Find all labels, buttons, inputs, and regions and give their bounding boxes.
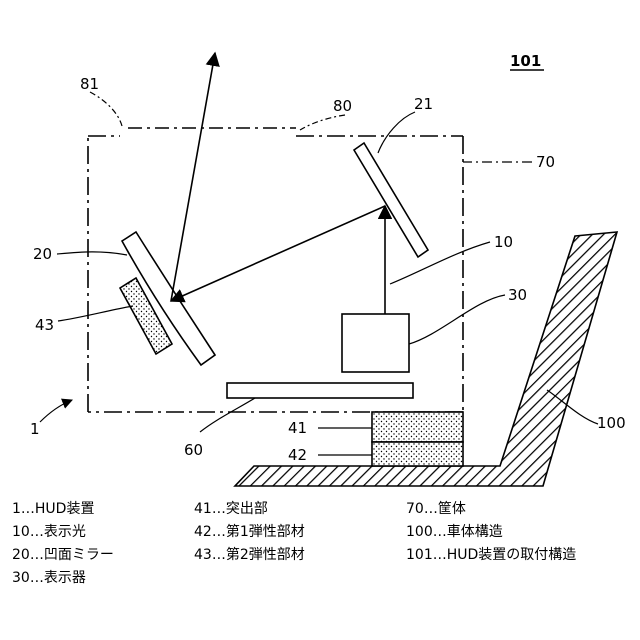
label-60: 60 [184, 441, 203, 459]
label-80: 80 [333, 97, 352, 115]
label-70: 70 [536, 153, 555, 171]
label-81: 81 [80, 75, 99, 93]
label-10: 10 [494, 233, 513, 251]
display-light-path [171, 53, 385, 314]
label-42: 42 [288, 446, 307, 464]
panel-60 [227, 383, 413, 398]
label-21: 21 [414, 95, 433, 113]
protrusion [372, 412, 463, 442]
first-elastic-member [372, 442, 463, 466]
label-1: 1 [30, 420, 40, 438]
label-43: 43 [35, 316, 54, 334]
leader-lines [40, 92, 598, 455]
label-30: 30 [508, 286, 527, 304]
label-20: 20 [33, 245, 52, 263]
plane-mirror [354, 143, 428, 257]
label-41: 41 [288, 419, 307, 437]
label-100: 100 [597, 414, 626, 432]
figure-number: 101 [510, 52, 541, 70]
display-unit [342, 314, 409, 372]
